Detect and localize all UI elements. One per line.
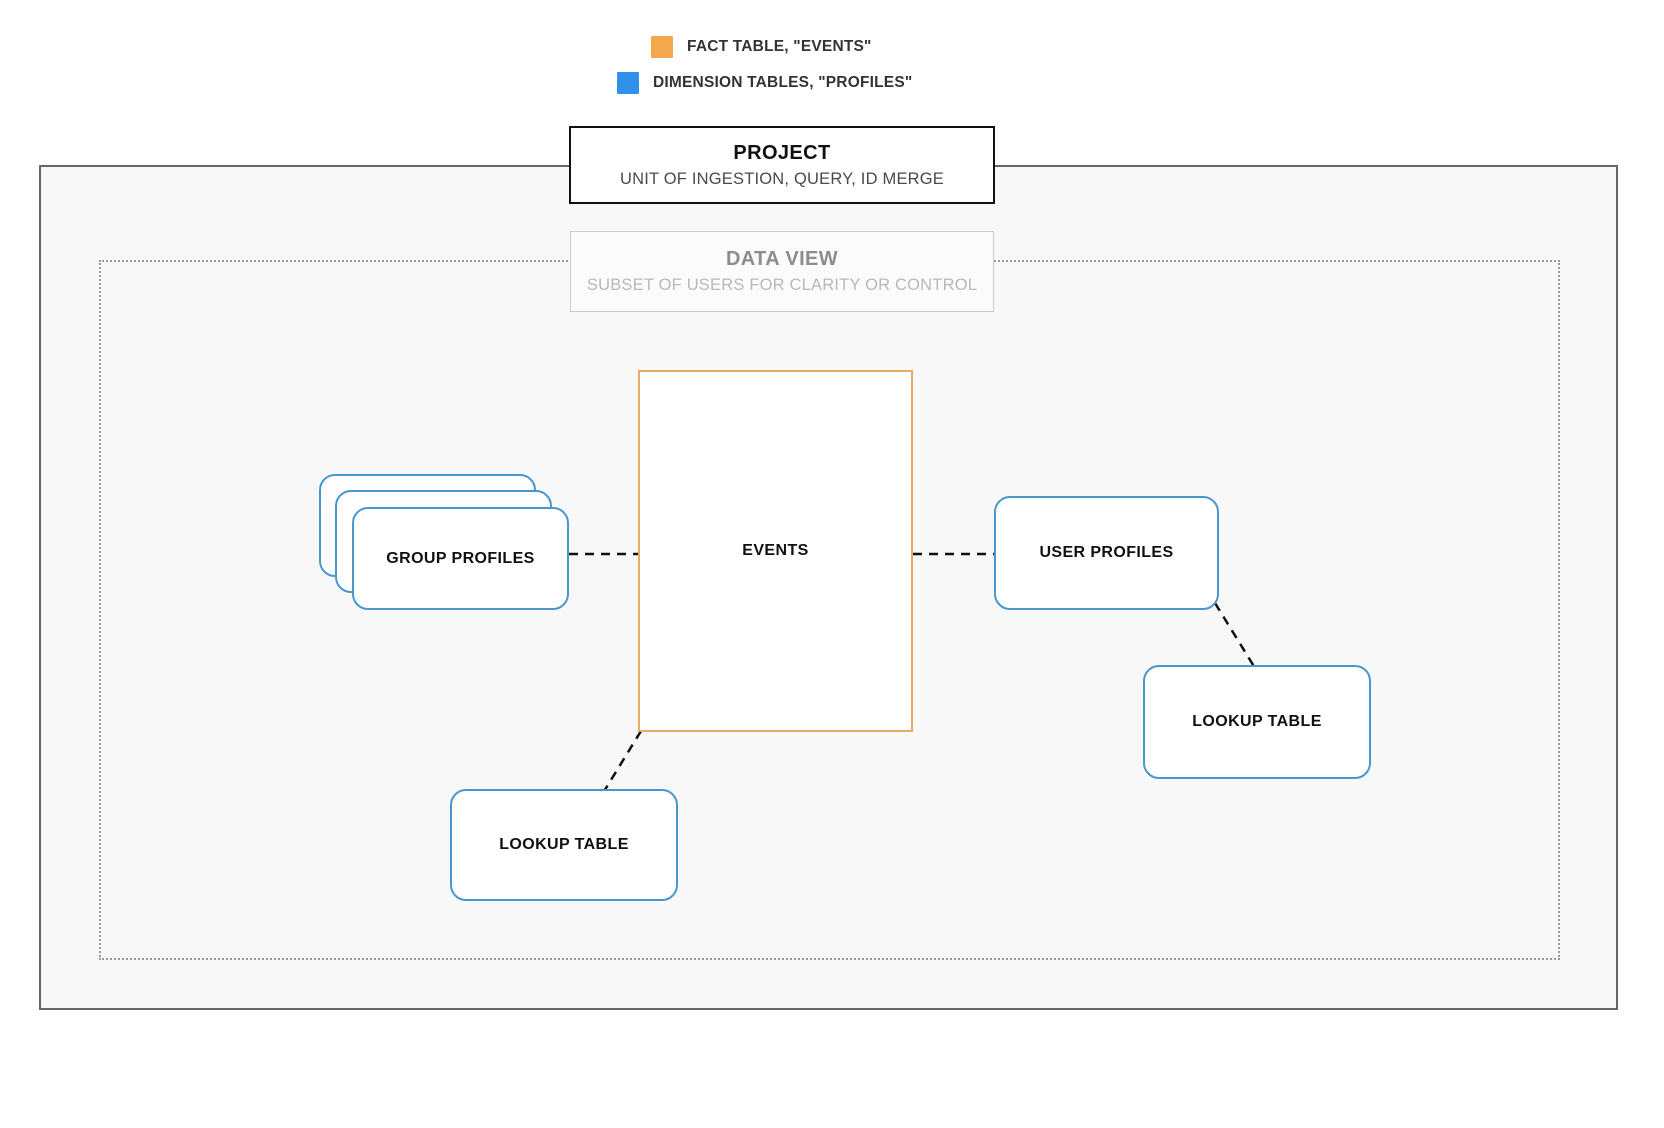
project-title: PROJECT — [733, 141, 831, 164]
data-view-label-box: DATA VIEW SUBSET OF USERS FOR CLARITY OR… — [570, 231, 994, 312]
project-label-box: PROJECT UNIT OF INGESTION, QUERY, ID MER… — [569, 126, 995, 204]
data-view-title: DATA VIEW — [725, 248, 839, 270]
legend-label-fact-table: FACT TABLE, "EVENTS" — [687, 38, 872, 55]
legend-item-dimension-tables: DIMENSION TABLES, "PROFILES" — [617, 72, 912, 94]
node-group-profiles[interactable]: GROUP PROFILES — [319, 474, 569, 610]
data-view-subtitle: SUBSET OF USERS FOR CLARITY OR CONTROL — [586, 276, 978, 294]
legend-item-fact-table: FACT TABLE, "EVENTS" — [651, 36, 872, 58]
legend-label-dimension-tables: DIMENSION TABLES, "PROFILES" — [653, 74, 913, 91]
node-lookup-table-right[interactable]: LOOKUP TABLE — [1143, 665, 1371, 779]
node-lookup-table-right-label: LOOKUP TABLE — [1192, 713, 1322, 730]
node-events[interactable]: EVENTS — [638, 370, 913, 732]
orange-square-swatch — [651, 36, 673, 58]
blue-square-swatch — [617, 72, 639, 94]
node-lookup-table-left[interactable]: LOOKUP TABLE — [450, 789, 678, 901]
project-subtitle: UNIT OF INGESTION, QUERY, ID MERGE — [619, 169, 944, 188]
node-events-label: EVENTS — [742, 542, 809, 559]
node-lookup-table-left-label: LOOKUP TABLE — [499, 836, 629, 853]
node-user-profiles-label: USER PROFILES — [1039, 544, 1174, 561]
node-user-profiles[interactable]: USER PROFILES — [994, 496, 1219, 610]
group-profiles-stack-layer-front[interactable]: GROUP PROFILES — [352, 507, 569, 610]
node-group-profiles-label: GROUP PROFILES — [386, 549, 535, 567]
